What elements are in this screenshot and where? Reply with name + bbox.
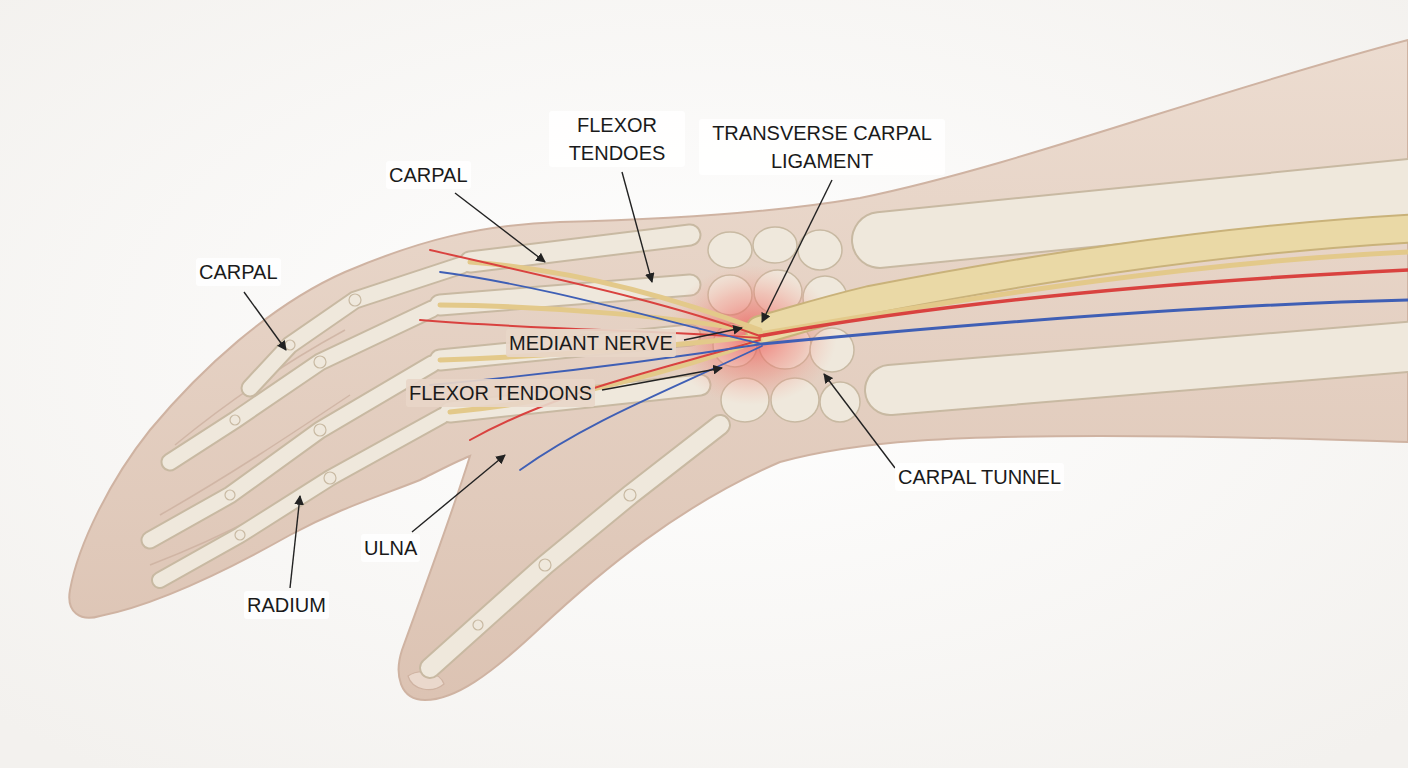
leader-line [622, 172, 652, 282]
median-nerve [760, 228, 1408, 330]
forearm-bone [890, 345, 1408, 390]
leader-line [824, 374, 895, 468]
joint-mark [324, 472, 336, 484]
vein [520, 346, 762, 470]
flexor-tendon [470, 262, 760, 330]
carpal-bone [753, 227, 797, 263]
part-label: MEDIANT NERVE [506, 329, 676, 357]
part-label: FLEXOR TENDOES [549, 111, 685, 167]
bone-outlines [150, 185, 1408, 668]
flexor-tendon [440, 305, 760, 332]
thumb-bone [430, 425, 720, 668]
joint-mark [285, 340, 295, 350]
leader-line [455, 193, 545, 262]
part-label: RADIUM [244, 591, 329, 619]
part-label: CARPAL [196, 258, 281, 286]
leader-lines [244, 172, 895, 588]
joint-mark [473, 620, 483, 630]
part-label: CARPAL TUNNEL [895, 463, 1064, 491]
forearm-bone [890, 345, 1408, 390]
leader-line [602, 368, 722, 390]
finger-bone [470, 235, 690, 262]
artery [430, 250, 760, 336]
blood-vessels [420, 250, 1408, 470]
median-nerve [760, 228, 1408, 330]
joint-mark [349, 294, 361, 306]
part-label: FLEXOR TENDONS [406, 379, 595, 407]
part-label: TRANSVERSE CARPAL LIGAMENT [699, 119, 945, 175]
carpal-bone [708, 232, 752, 268]
part-label: ULNA [361, 534, 420, 562]
bone-fills [150, 185, 1408, 668]
joint-mark [225, 490, 235, 500]
thumb-bone [430, 425, 720, 668]
joint-mark [235, 530, 245, 540]
carpal-bone [820, 382, 860, 422]
joint-mark [314, 356, 326, 368]
joint-mark [230, 415, 240, 425]
vein [762, 300, 1408, 344]
leader-line [290, 496, 300, 588]
joint-mark [624, 489, 636, 501]
leader-line [412, 455, 505, 532]
leader-line [684, 328, 742, 340]
joint-mark [539, 559, 551, 571]
leader-line [762, 180, 832, 322]
finger-bone [160, 416, 442, 580]
part-label: CARPAL [386, 161, 471, 189]
joint-mark [314, 424, 326, 436]
finger-bone [470, 235, 690, 262]
leader-line [244, 292, 286, 350]
